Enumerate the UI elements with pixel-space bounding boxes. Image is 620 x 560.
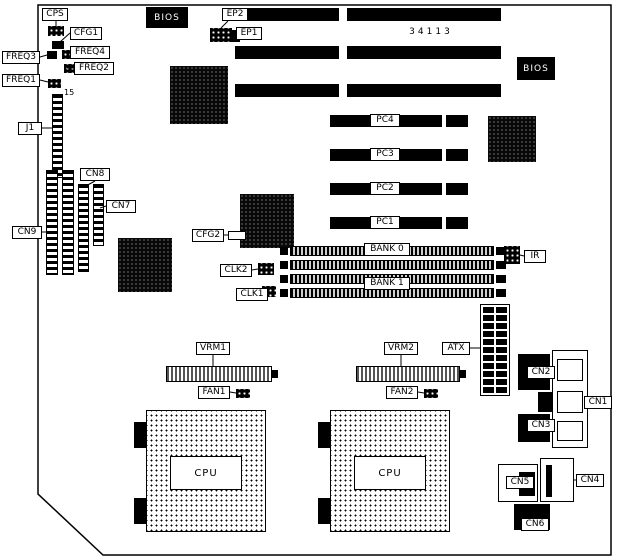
callout-cfg1: CFG1 <box>70 27 102 40</box>
callout-vrm2: VRM2 <box>384 342 418 355</box>
callout-vrm1: VRM1 <box>196 342 230 355</box>
socket-tab <box>318 422 330 448</box>
callout-cn6: CN6 <box>521 518 549 531</box>
expansion-slot-row3-left <box>235 84 339 97</box>
callout-cps: CPS <box>42 8 68 21</box>
fan1-header <box>236 389 250 398</box>
ic-chip-2 <box>240 194 294 248</box>
expansion-slot-row2-left <box>235 46 339 59</box>
callout-bank0: BANK 0 <box>364 243 410 256</box>
callout-cn7: CN7 <box>106 200 136 213</box>
vrm1-connector <box>166 366 272 382</box>
clk2-header <box>258 263 274 275</box>
cfg1-jumper <box>52 41 64 49</box>
expansion-slot-row1-right <box>347 8 501 21</box>
board-edge <box>37 4 612 556</box>
cpu2-label: CPU <box>354 456 426 490</box>
unlabeled-port <box>538 392 554 412</box>
clk1-header <box>262 286 276 297</box>
j1-pin-label: 15 <box>64 88 75 97</box>
callout-cn3: CN3 <box>527 419 555 432</box>
freq1-jumper <box>48 79 61 88</box>
callout-freq4: FREQ4 <box>70 46 110 59</box>
callout-cn8: CN8 <box>80 168 110 181</box>
bios-chip-top: BIOS <box>146 7 188 28</box>
socket-tab <box>318 498 330 524</box>
cn4-port <box>540 458 574 502</box>
header-strip <box>62 170 74 275</box>
freq4-jumper <box>62 50 75 59</box>
cn9-header <box>46 170 58 275</box>
pci-slot-pc1-b <box>446 217 468 229</box>
callout-cn9: CN9 <box>12 226 42 239</box>
callout-freq2: FREQ2 <box>74 62 114 75</box>
callout-clk2: CLK2 <box>220 264 252 277</box>
socket-tab <box>134 498 146 524</box>
callout-cn1: CN1 <box>584 396 612 409</box>
callout-cn2: CN2 <box>527 366 555 379</box>
callout-cn4: CN4 <box>576 474 604 487</box>
fan2-header <box>424 389 438 398</box>
expansion-slot-row3-right <box>347 84 501 97</box>
expansion-slot-row1-left <box>235 8 339 21</box>
socket-tab <box>134 422 146 448</box>
callout-cn5: CN5 <box>506 476 534 489</box>
cn7-header <box>93 184 104 246</box>
callout-ep2: EP2 <box>222 8 248 21</box>
callout-pc1: PC1 <box>370 216 400 229</box>
callout-cfg2: CFG2 <box>192 229 224 242</box>
callout-ep1: EP1 <box>236 27 262 40</box>
callout-atx: ATX <box>442 342 470 355</box>
callout-ir: IR <box>524 250 546 263</box>
callout-pc3: PC3 <box>370 148 400 161</box>
ic-chip-1 <box>170 66 228 124</box>
pci-slot-pc2-b <box>446 183 468 195</box>
vrm2-connector <box>356 366 460 382</box>
bios-chip-right: BIOS <box>517 57 555 80</box>
callout-pc2: PC2 <box>370 182 400 195</box>
leader-lines <box>39 20 588 481</box>
expansion-slot-row2-right <box>347 46 501 59</box>
cn1-port <box>552 350 588 448</box>
vrm2-end-tab <box>460 370 466 378</box>
cfg2-jumper <box>228 231 246 240</box>
callout-clk1: CLK1 <box>236 288 268 301</box>
simm-socket-2 <box>280 260 506 270</box>
ic-chip-3 <box>118 238 172 292</box>
callout-pc4: PC4 <box>370 114 400 127</box>
callout-j1: J1 <box>18 122 42 135</box>
pci-slot-pc4-b <box>446 115 468 127</box>
callout-bank1: BANK 1 <box>364 277 410 290</box>
atx-connector <box>480 304 510 396</box>
cps-jumper <box>48 26 64 36</box>
vrm1-end-tab <box>272 370 278 378</box>
pci-slot-pc3-b <box>446 149 468 161</box>
part-number-label: 34113 <box>409 27 453 37</box>
callout-fan2: FAN2 <box>386 386 418 399</box>
freq3-jumper <box>47 51 57 59</box>
ir-header <box>504 246 520 264</box>
callout-freq1: FREQ1 <box>2 74 40 87</box>
cn8-header <box>78 184 89 272</box>
callout-fan1: FAN1 <box>198 386 230 399</box>
ep2-header <box>210 28 232 42</box>
cpu1-label: CPU <box>170 456 242 490</box>
callout-freq3: FREQ3 <box>2 51 40 64</box>
ic-chip-4 <box>488 116 536 162</box>
